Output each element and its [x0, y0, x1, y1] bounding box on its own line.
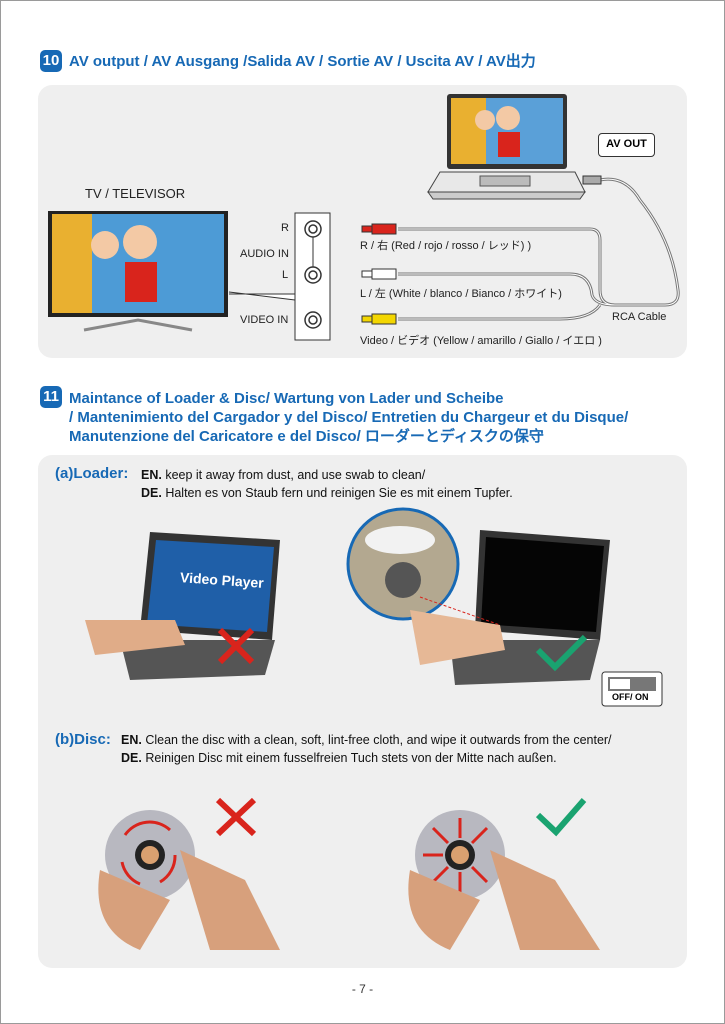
disc-wrong-illustration	[98, 797, 280, 950]
loader-heading: (a)Loader:	[55, 465, 129, 482]
disc-heading: (b)Disc:	[55, 731, 111, 748]
disc-correct-illustration	[408, 798, 600, 950]
loader-de-text: DE. Halten es von Staub fern und reinige…	[141, 486, 513, 500]
power-switch-label: OFF/ ON	[612, 692, 649, 702]
audio-in-label: AUDIO IN	[240, 248, 289, 260]
av-out-callout: AV OUT	[598, 133, 655, 157]
section-number-badge: 11	[40, 386, 62, 408]
laptop-correct-illustration	[346, 507, 663, 707]
disc-de-text: DE. Reinigen Disc mit einem fusselfreien…	[121, 751, 557, 765]
section-title: AV output / AV Ausgang /Salida AV / Sort…	[69, 53, 536, 70]
disc-en-text: EN. Clean the disc with a clean, soft, l…	[121, 733, 612, 747]
port-r-label: R	[281, 222, 289, 234]
portable-player-illustration	[427, 94, 586, 200]
video-in-label: VIDEO IN	[240, 314, 289, 326]
laptop-wrong-illustration	[85, 532, 280, 680]
cable-red-label: R / 右 (Red / rojo / rosso / レッド) )	[360, 240, 532, 252]
loader-en-text: EN. keep it away from dust, and use swab…	[141, 468, 426, 482]
tv-illustration	[48, 211, 228, 332]
rca-cable-label: RCA Cable	[612, 311, 667, 323]
section-title-line: / Mantenimiento del Cargador y del Disco…	[69, 409, 629, 426]
cable-yellow-label: Video / ビデオ (Yellow / amarillo / Giallo …	[360, 335, 602, 347]
page-number: - 7 -	[351, 982, 374, 996]
section-number-badge: 10	[40, 50, 62, 72]
port-l-label: L	[282, 269, 289, 281]
section-title-line: Maintance of Loader & Disc/ Wartung von …	[69, 390, 504, 407]
cable-white-label: L / 左 (White / blanco / Bianco / ホワイト)	[360, 288, 562, 300]
section-title-line: Manutenzione del Caricatore e del Disco/…	[69, 428, 544, 445]
tv-label: TV / TELEVISOR	[85, 186, 186, 201]
